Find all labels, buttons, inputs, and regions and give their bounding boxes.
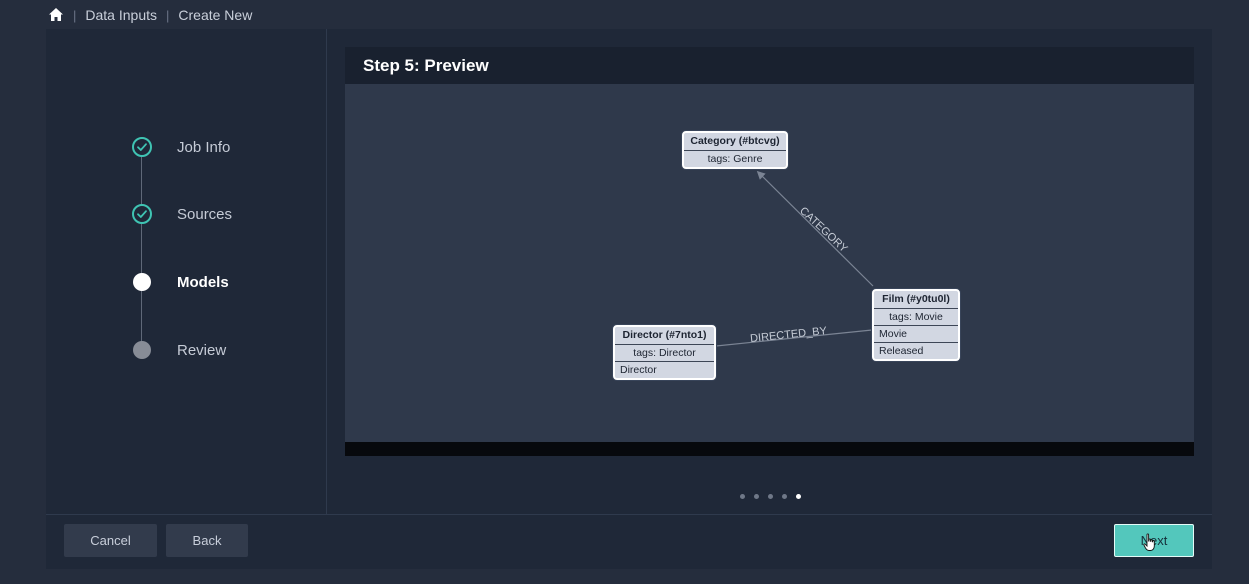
step-job-info[interactable]: Job Info xyxy=(132,135,230,159)
pagination-dot-active[interactable] xyxy=(796,494,801,499)
node-property: Movie xyxy=(874,325,958,342)
cancel-button[interactable]: Cancel xyxy=(64,524,157,557)
pagination-dot[interactable] xyxy=(768,494,773,499)
check-circle-icon xyxy=(132,204,152,224)
back-button[interactable]: Back xyxy=(166,524,248,557)
preview-title: Step 5: Preview xyxy=(345,47,1194,84)
step-label: Job Info xyxy=(177,138,231,156)
step-sources[interactable]: Sources xyxy=(132,202,232,226)
step-label: Models xyxy=(177,273,229,291)
graph-edges xyxy=(715,170,874,347)
step-models[interactable]: Models xyxy=(132,270,229,294)
step-label: Review xyxy=(177,341,227,359)
check-circle-icon xyxy=(132,137,152,157)
edge-directed-by xyxy=(715,329,873,347)
preview-footer-bar xyxy=(345,442,1194,456)
node-director[interactable]: Director (#7nto1) tags: Director Directo… xyxy=(613,325,716,380)
node-tags: tags: Genre xyxy=(684,150,786,167)
node-title: Film (#y0tu0l) xyxy=(882,293,950,305)
model-graph[interactable]: CATEGORY DIRECTED_BY Category (#btcvg) t… xyxy=(345,84,1194,442)
wizard-footer: Cancel Back Next xyxy=(46,514,1212,569)
node-category[interactable]: Category (#btcvg) tags: Genre xyxy=(682,131,788,169)
pending-step-dot-icon xyxy=(133,341,151,359)
preview-card: Step 5: Preview CATEGORY DIRECTED_BY Cat… xyxy=(345,47,1194,456)
pagination-dot[interactable] xyxy=(754,494,759,499)
node-title: Director (#7nto1) xyxy=(622,329,707,341)
breadcrumb-separator: | xyxy=(166,7,170,23)
breadcrumb-separator: | xyxy=(73,7,77,23)
wizard-panel: Job Info Sources Models Review Step 5: P… xyxy=(46,29,1212,569)
breadcrumb: | Data Inputs | Create New xyxy=(48,5,252,25)
step-review[interactable]: Review xyxy=(132,338,226,362)
node-film[interactable]: Film (#y0tu0l) tags: Movie Movie Release… xyxy=(872,289,960,361)
node-property: Released xyxy=(874,342,958,359)
edge-category xyxy=(756,170,874,287)
pagination-dot[interactable] xyxy=(740,494,745,499)
step-label: Sources xyxy=(177,205,233,223)
node-tags: tags: Director xyxy=(615,344,714,361)
node-title: Category (#btcvg) xyxy=(690,135,780,147)
pagination-dots xyxy=(740,494,801,499)
current-step-dot-icon xyxy=(133,273,151,291)
home-icon[interactable] xyxy=(48,7,64,23)
breadcrumb-create-new: Create New xyxy=(178,7,253,23)
node-property: Director xyxy=(615,361,714,378)
breadcrumb-data-inputs[interactable]: Data Inputs xyxy=(85,7,157,23)
steps-connector-line xyxy=(141,147,142,350)
steps-sidebar: Job Info Sources Models Review xyxy=(46,29,327,514)
node-tags: tags: Movie xyxy=(874,308,958,325)
pagination-dot[interactable] xyxy=(782,494,787,499)
hand-cursor-icon xyxy=(1143,533,1157,553)
